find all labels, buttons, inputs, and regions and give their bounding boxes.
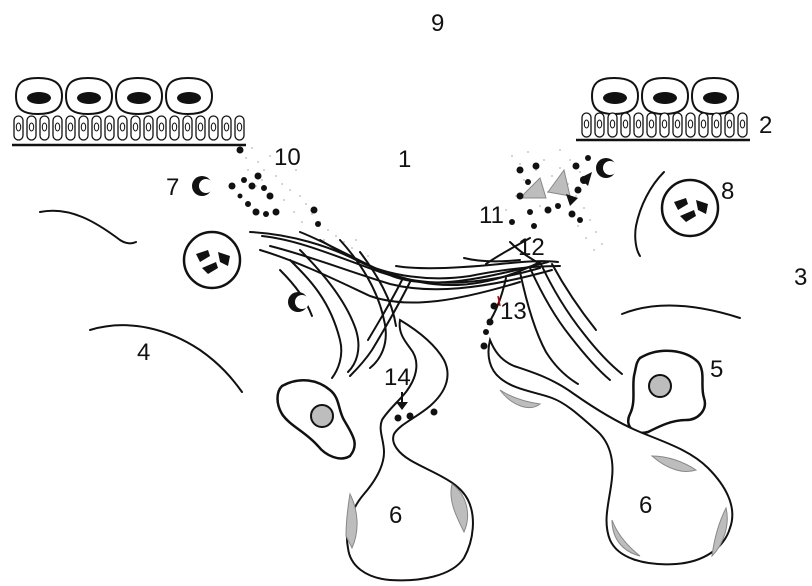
label-12: 12 — [518, 234, 545, 261]
fibrin-clot — [518, 168, 571, 199]
fibroblast-left — [276, 378, 356, 460]
label-7: 7 — [166, 174, 180, 201]
label-2: 2 — [759, 112, 773, 139]
label-3: 3 — [794, 264, 808, 291]
fibroblast-right — [627, 349, 707, 435]
collagen-fibers — [39, 171, 741, 393]
fibrin-dust-left — [239, 147, 369, 257]
label-14: 14 — [384, 364, 411, 391]
label-11: 11 — [479, 202, 504, 229]
label-6-right: 6 — [639, 492, 653, 519]
label-1: 1 — [398, 146, 412, 173]
lymphocyte-7 — [192, 176, 213, 196]
label-9: 9 — [431, 10, 445, 37]
neutrophil-left — [182, 230, 242, 290]
label-8: 8 — [721, 178, 735, 205]
epithelium-right — [576, 77, 750, 142]
label-10: 10 — [274, 144, 301, 171]
fibrin-strands — [249, 231, 623, 385]
lymphocyte-right — [596, 158, 617, 178]
epithelium-left — [12, 77, 246, 147]
platelets-right — [509, 155, 592, 229]
cell-6-right — [487, 336, 734, 566]
arrow-13 — [497, 295, 501, 307]
label-13: 13 — [500, 298, 527, 325]
label-5: 5 — [710, 356, 724, 383]
arrow-14 — [396, 392, 408, 410]
neutrophil-right — [660, 178, 720, 238]
platelet-chain — [394, 302, 498, 422]
platelets-left — [228, 146, 321, 227]
lymphocyte-left — [288, 292, 309, 312]
label-4: 4 — [137, 339, 151, 366]
label-6-left: 6 — [389, 502, 403, 529]
